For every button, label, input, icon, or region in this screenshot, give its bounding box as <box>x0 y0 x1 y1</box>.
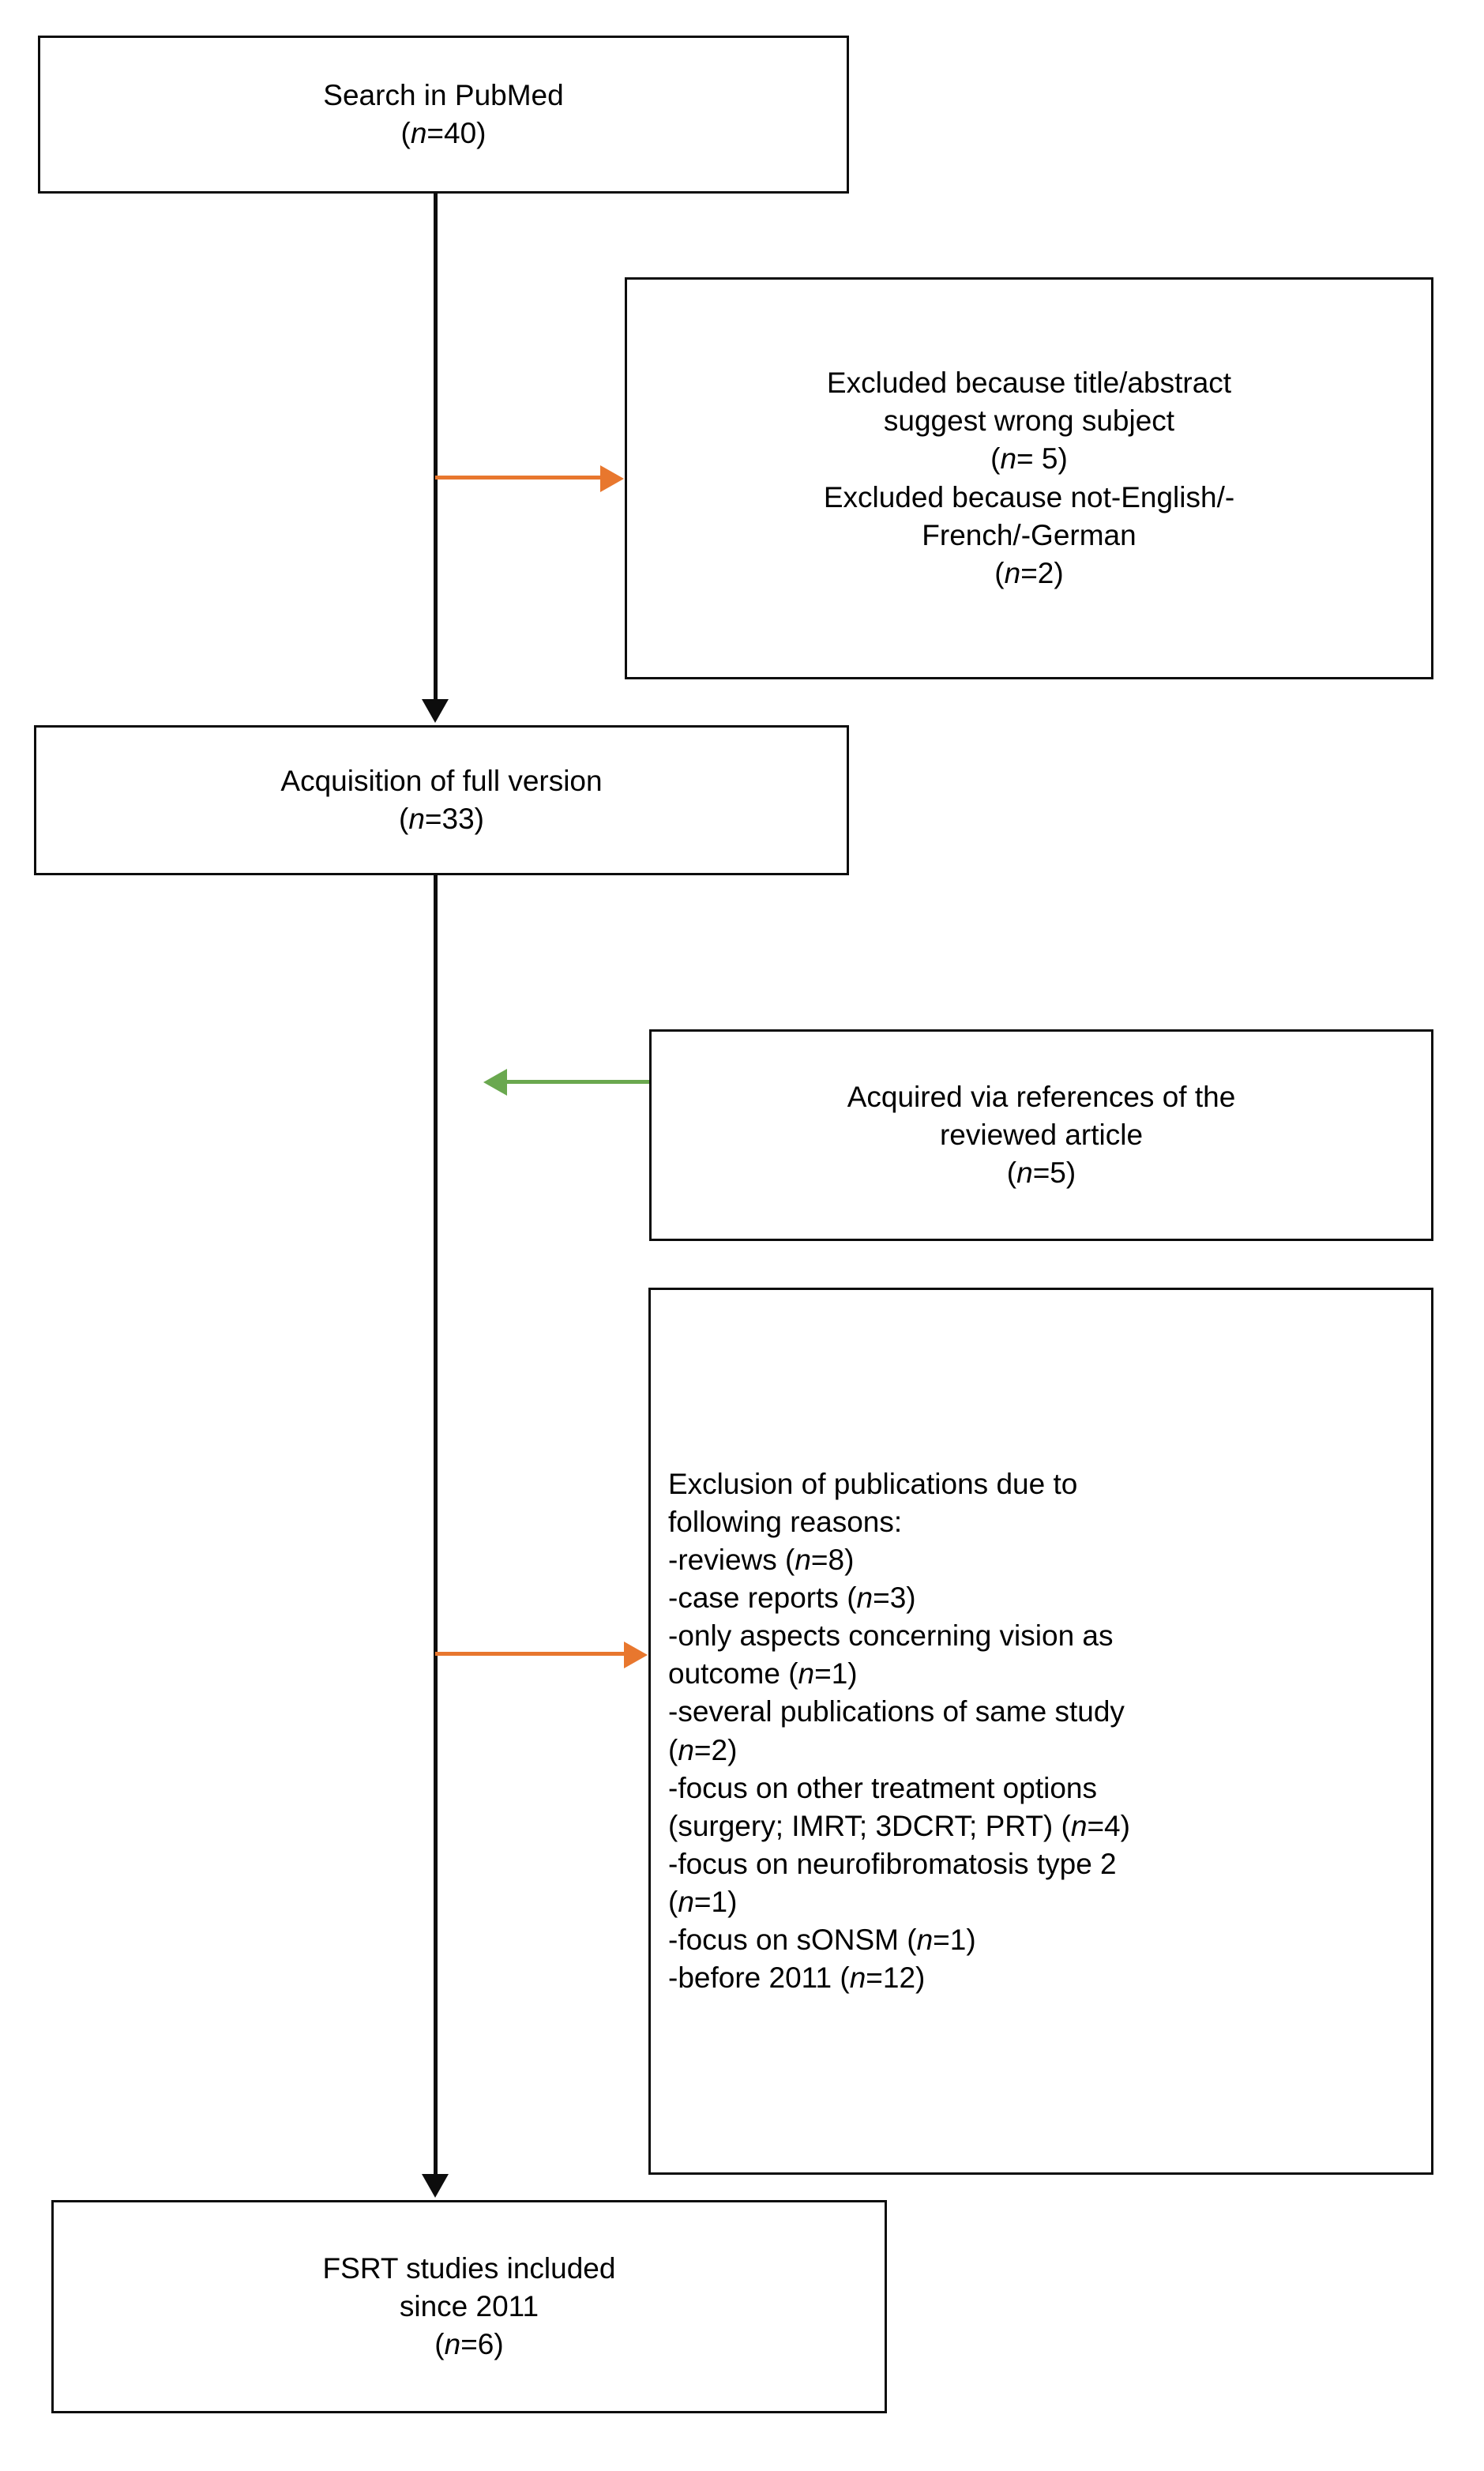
node-line: suggest wrong subject <box>883 404 1175 438</box>
exclusion-arrow-line-2 <box>435 1652 626 1656</box>
node-line-count: outcome (n=1) <box>668 1657 858 1691</box>
node-line: -focus on neurofibromatosis type 2 <box>668 1847 1117 1880</box>
node-line: Acquired via references of the <box>847 1080 1236 1113</box>
node-line: -focus on other treatment options <box>668 1771 1097 1804</box>
connector-acquisition-to-included <box>434 875 438 2174</box>
inclusion-arrow-head <box>483 1069 507 1096</box>
node-line: reviewed article <box>939 1118 1144 1151</box>
node-fsrt-studies-included: FSRT studies included since 2011 (n=6) <box>51 2200 887 2413</box>
node-line: FSRT studies included <box>322 2251 616 2285</box>
node-exclusion-reasons: Exclusion of publications due to followi… <box>648 1288 1433 2175</box>
node-line-count: (n=33) <box>399 803 484 835</box>
node-line-count: (surgery; IMRT; 3DCRT; PRT) (n=4) <box>668 1809 1130 1842</box>
node-line: following reasons: <box>668 1505 903 1538</box>
node-line-count: -focus on sONSM (n=1) <box>668 1923 976 1956</box>
node-line: -several publications of same study <box>668 1695 1125 1728</box>
arrow-down-to-acquisition <box>422 699 449 723</box>
node-line-count: (n=5) <box>1006 1157 1076 1190</box>
node-line-count: -before 2011 (n=12) <box>668 1961 926 1995</box>
inclusion-arrow-line <box>507 1080 651 1084</box>
node-line-count: (n=2) <box>994 556 1064 589</box>
node-excluded-screening: Excluded because title/abstract suggest … <box>625 277 1433 679</box>
exclusion-arrow-head-1 <box>600 465 624 492</box>
node-line-count: -reviews (n=8) <box>668 1544 855 1577</box>
node-line-count: (n=2) <box>668 1733 738 1766</box>
node-line: -only aspects concerning vision as <box>668 1619 1114 1653</box>
node-line: Excluded because not-English/- <box>823 480 1235 513</box>
node-line-count: (n= 5) <box>990 442 1068 476</box>
node-line: Excluded because title/abstract <box>826 367 1232 400</box>
node-line: Acquisition of full version <box>280 764 603 797</box>
arrow-down-to-included <box>422 2174 449 2198</box>
node-line-count: (n=6) <box>434 2328 504 2361</box>
node-line-count: (n=1) <box>668 1885 738 1918</box>
node-line-count: -case reports (n=3) <box>668 1582 916 1615</box>
exclusion-arrow-line-1 <box>435 476 603 480</box>
exclusion-arrow-head-2 <box>624 1642 648 1668</box>
node-acquired-via-references: Acquired via references of the reviewed … <box>649 1029 1433 1241</box>
node-line-count: (n=40) <box>400 117 487 149</box>
node-line: since 2011 <box>399 2289 539 2322</box>
node-line: Search in PubMed <box>323 78 564 111</box>
node-line: Exclusion of publications due to <box>668 1467 1078 1500</box>
node-line: French/-German <box>922 518 1136 551</box>
connector-search-to-acquisition <box>434 194 438 699</box>
node-search-pubmed: Search in PubMed (n=40) <box>38 36 849 194</box>
node-acquisition-full-version: Acquisition of full version (n=33) <box>34 725 849 875</box>
